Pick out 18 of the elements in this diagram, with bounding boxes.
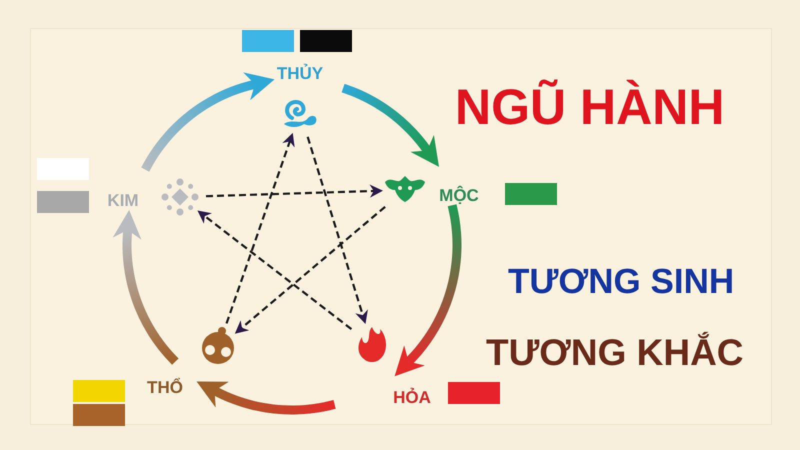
curved-arrow bbox=[394, 204, 462, 376]
title: NGŨ HÀNH bbox=[455, 78, 724, 136]
element-label: THỦY bbox=[276, 64, 324, 84]
dashed-arrow bbox=[206, 184, 383, 198]
curved-arrow bbox=[342, 84, 440, 167]
element-label: MỘC bbox=[439, 186, 479, 206]
curved-arrow bbox=[112, 210, 179, 365]
element-label: THỔ bbox=[147, 378, 183, 398]
curved-arrow bbox=[141, 72, 275, 172]
curved-arrow bbox=[196, 382, 336, 414]
element-label: HỎA bbox=[393, 388, 431, 408]
dashed-arrow bbox=[306, 136, 368, 324]
dashed-arrow bbox=[226, 132, 295, 324]
subtitle: TƯƠNG SINH bbox=[508, 262, 734, 302]
dashed-arrow bbox=[197, 210, 352, 330]
element-label: KIM bbox=[107, 191, 139, 211]
dashed-arrow bbox=[234, 206, 386, 334]
subtitle: TƯƠNG KHẮC bbox=[486, 332, 744, 374]
